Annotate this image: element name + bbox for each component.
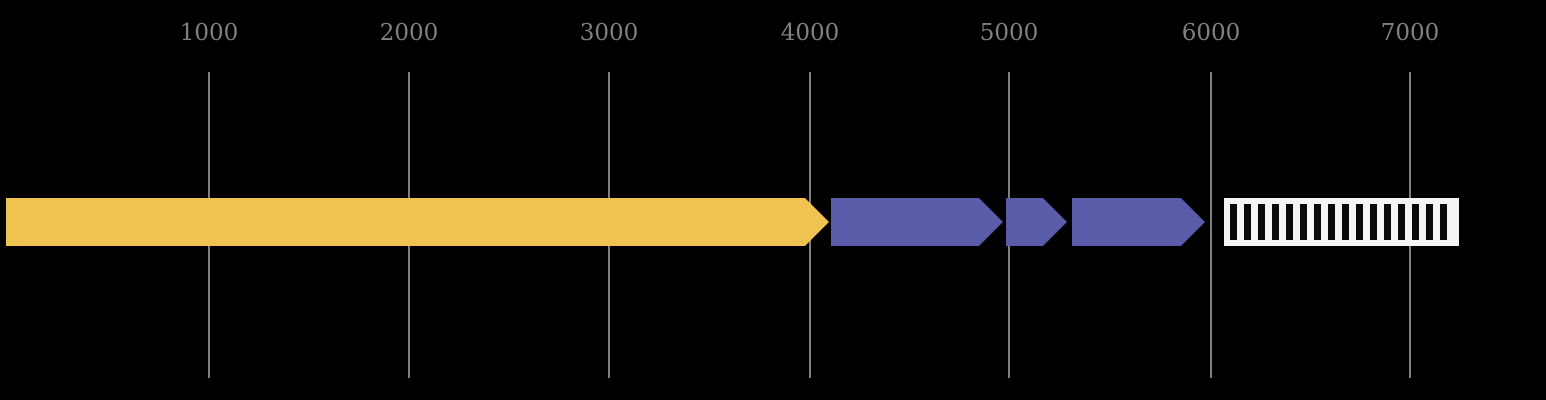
feature-box-stripe	[1314, 204, 1321, 240]
feature-box-stripe	[1272, 204, 1279, 240]
feature-arrow-shape	[1072, 198, 1205, 246]
feature-box-stripe	[1286, 204, 1293, 240]
feature-box-stripe	[1342, 204, 1349, 240]
axis-tick-label-4000: 4000	[780, 20, 840, 46]
feature-box-stripe	[1412, 204, 1419, 240]
feature-arrow-shape	[1006, 198, 1067, 246]
feature-1-arrow-right[interactable]	[6, 198, 829, 246]
feature-arrow-shape	[6, 198, 829, 246]
feature-box-stripe	[1300, 204, 1307, 240]
feature-5-hatched-box[interactable]	[1224, 198, 1459, 246]
feature-4-arrow-right[interactable]	[1072, 198, 1205, 246]
axis-tick-label-7000: 7000	[1380, 20, 1440, 46]
feature-box-stripe	[1244, 204, 1251, 240]
feature-2-arrow-right[interactable]	[831, 198, 1003, 246]
axis-tick-label-6000: 6000	[1181, 20, 1241, 46]
feature-box-stripe	[1440, 204, 1447, 240]
axis-tick-label-3000: 3000	[579, 20, 639, 46]
feature-arrow-shape	[831, 198, 1003, 246]
feature-box-stripe	[1384, 204, 1391, 240]
feature-box-stripe	[1328, 204, 1335, 240]
axis-gridline-6000	[1210, 72, 1212, 378]
feature-box-stripe	[1258, 204, 1265, 240]
axis-tick-label-5000: 5000	[979, 20, 1039, 46]
axis-tick-label-1000: 1000	[179, 20, 239, 46]
feature-box-stripe	[1356, 204, 1363, 240]
feature-box-stripe	[1370, 204, 1377, 240]
feature-box-stripe	[1398, 204, 1405, 240]
feature-box-stripe	[1426, 204, 1433, 240]
feature-3-arrow-right[interactable]	[1006, 198, 1067, 246]
axis-tick-label-2000: 2000	[379, 20, 439, 46]
feature-box-stripe	[1230, 204, 1237, 240]
